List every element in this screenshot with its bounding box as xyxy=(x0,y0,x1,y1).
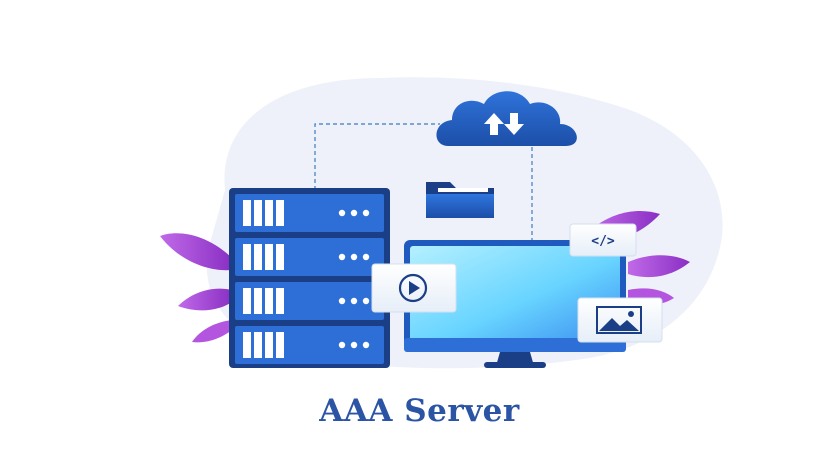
monitor-icon xyxy=(404,240,626,368)
status-dot xyxy=(362,297,370,305)
server-rack-icon xyxy=(229,188,390,368)
drive-slot xyxy=(254,244,262,270)
drive-slot xyxy=(265,332,273,358)
status-dot xyxy=(362,209,370,217)
drive-slot xyxy=(254,288,262,314)
arrow-up-icon xyxy=(484,113,504,135)
status-dot xyxy=(338,341,346,349)
status-dot xyxy=(338,297,346,305)
status-dot xyxy=(338,209,346,217)
drive-slot xyxy=(276,332,284,358)
status-dot xyxy=(350,209,358,217)
server-unit xyxy=(235,326,384,364)
code-icon: </> xyxy=(591,234,615,249)
status-dot xyxy=(350,297,358,305)
server-unit xyxy=(235,282,384,320)
image-card xyxy=(577,297,663,343)
server-network-illustration: </> xyxy=(160,77,723,369)
status-dot xyxy=(350,253,358,261)
leaf-icon xyxy=(160,233,232,343)
drive-slot xyxy=(254,200,262,226)
page-title: AAA Server xyxy=(319,393,520,429)
drive-slot xyxy=(276,288,284,314)
cloud-sync-icon xyxy=(436,91,577,146)
drive-slot xyxy=(254,332,262,358)
drive-slot xyxy=(243,332,251,358)
server-unit xyxy=(235,238,384,276)
status-dot xyxy=(362,253,370,261)
folder-icon xyxy=(426,182,494,218)
status-dot xyxy=(350,341,358,349)
drive-slot xyxy=(276,244,284,270)
code-card: </> xyxy=(569,223,637,257)
server-unit xyxy=(235,194,384,232)
drive-slot xyxy=(265,244,273,270)
play-icon xyxy=(398,273,428,303)
drive-slot xyxy=(265,288,273,314)
server-units xyxy=(235,194,384,364)
drive-slot xyxy=(276,200,284,226)
image-icon xyxy=(596,306,642,334)
status-dot xyxy=(338,253,346,261)
drive-slot xyxy=(265,200,273,226)
video-card xyxy=(371,263,457,313)
drive-slot xyxy=(243,200,251,226)
connection-lines xyxy=(314,123,533,242)
drive-slot xyxy=(243,288,251,314)
drive-slot xyxy=(243,244,251,270)
arrow-down-icon xyxy=(504,113,524,135)
status-dot xyxy=(362,341,370,349)
